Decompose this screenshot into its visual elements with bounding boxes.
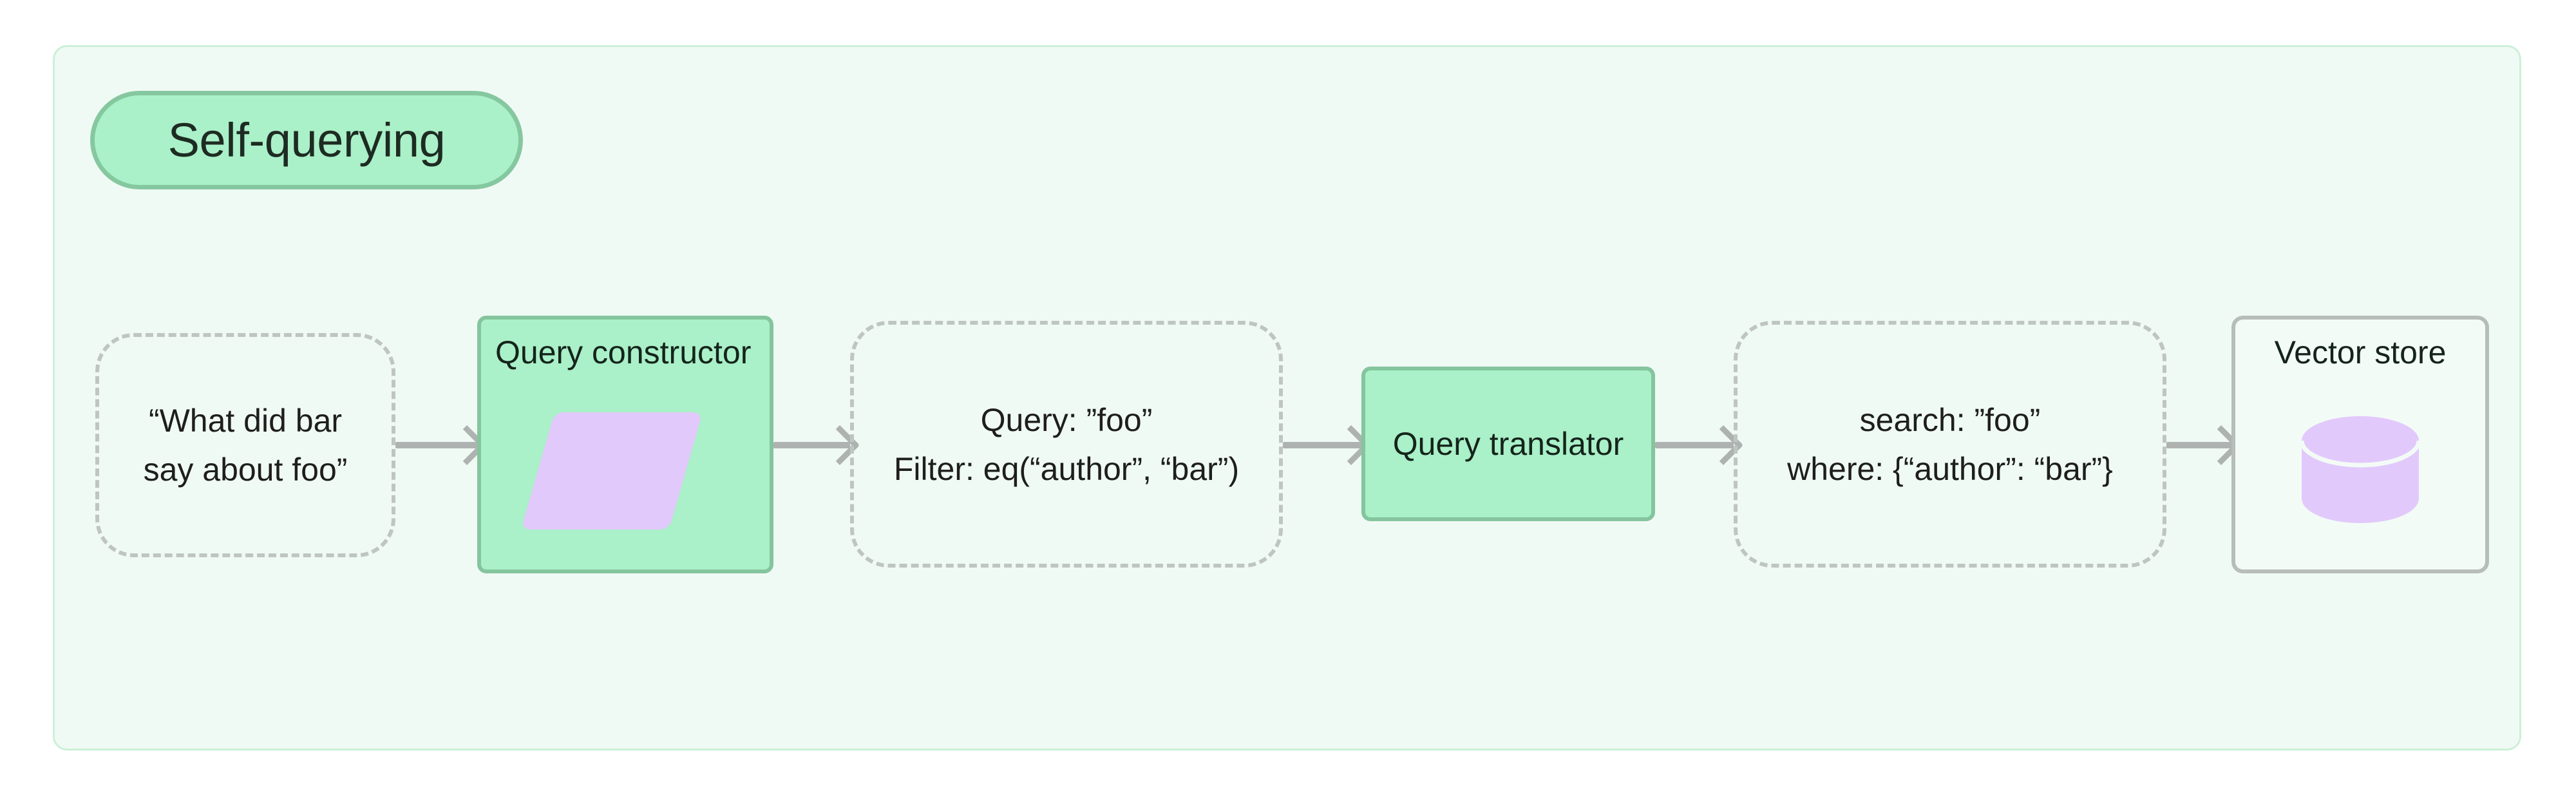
node-structured-query-line-2: Filter: eq(“author”, “bar”) [893, 450, 1240, 487]
subgraph-title-label: Self-querying [167, 113, 446, 167]
node-query-constructor[interactable]: Query constructor [477, 316, 773, 573]
subgraph-title-badge: Self-querying [90, 91, 523, 189]
node-native-query[interactable]: search: ”foo” where: {“author”: “bar”} [1734, 321, 2166, 568]
node-structured-query[interactable]: Query: ”foo” Filter: eq(“author”, “bar”) [850, 321, 1283, 568]
edge-native-query-to-vector-store [2166, 425, 2242, 466]
node-vector-store-label: Vector store [2274, 334, 2447, 370]
edge-question-to-query-constructor [395, 425, 488, 466]
node-vector-store[interactable]: Vector store [2231, 316, 2489, 573]
node-structured-query-line-1: Query: ”foo” [980, 401, 1153, 438]
parallelogram-icon [520, 412, 703, 530]
node-native-query-line-1: search: ”foo” [1859, 401, 2041, 438]
node-user-question-line-1: “What did bar [148, 403, 343, 439]
node-user-question[interactable]: “What did bar say about foo” [95, 333, 395, 557]
node-query-translator[interactable]: Query translator [1361, 367, 1655, 521]
node-user-question-line-2: say about foo” [143, 452, 348, 488]
node-query-constructor-label: Query constructor [495, 334, 752, 370]
edge-query-translator-to-native-query [1655, 425, 1744, 466]
database-cylinder-icon [2302, 416, 2419, 523]
node-query-translator-label: Query translator [1392, 426, 1624, 462]
node-native-query-line-2: where: {“author”: “bar”} [1787, 450, 2113, 487]
edge-query-constructor-to-structured-query [773, 425, 860, 466]
edge-structured-query-to-query-translator [1283, 425, 1372, 466]
